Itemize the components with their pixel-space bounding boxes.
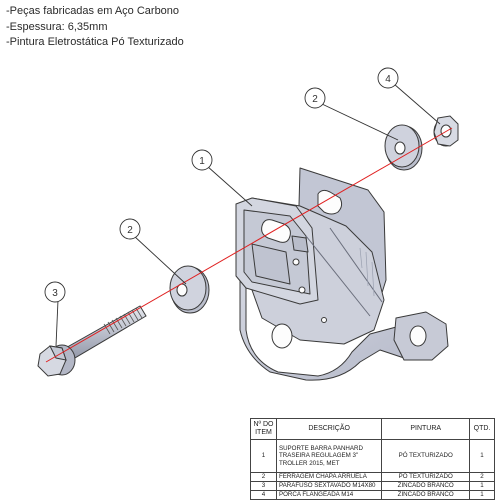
bom-cell-description: PORCA FLANGEADA M14 [275, 490, 383, 500]
callout-3: 3 [44, 281, 66, 303]
bom-cell-paint: PÓ TEXTURIZADO [381, 439, 471, 473]
callout-2-upper: 2 [304, 87, 326, 109]
bom-header-item: Nº DO ITEM [250, 418, 277, 440]
bom-cell-qty: 1 [469, 481, 495, 491]
svg-text:2: 2 [127, 225, 133, 236]
bom-header-paint: PINTURA [381, 418, 471, 440]
callout-1: 1 [191, 149, 213, 171]
bom-cell-item: 2 [250, 472, 277, 482]
bom-cell-item: 1 [250, 439, 277, 473]
svg-text:3: 3 [52, 288, 58, 299]
note-thickness: -Espessura: 6,35mm [6, 20, 108, 33]
bom-row: 3 PARAFUSO SEXTAVADO M14X80 ZINCADO BRAN… [250, 481, 495, 491]
bom-cell-item: 4 [250, 490, 277, 500]
bom-cell-description: FERRAGEM CHAPA ARRUELA [275, 472, 383, 482]
fabrication-notes: -Peças fabricadas em Aço Carbono -Espess… [6, 4, 184, 51]
bom-cell-description: SUPORTE BARRA PANHARD TRASEIRA REGULAGEM… [275, 439, 383, 473]
bom-cell-item: 3 [250, 481, 277, 491]
bom-header-description: DESCRIÇÃO [275, 418, 383, 440]
bom-cell-paint: ZINCADO BRANCO [381, 481, 471, 491]
bom-row: 4 PORCA FLANGEADA M14 ZINCADO BRANCO 1 [250, 490, 495, 500]
bracket-part-1 [235, 167, 449, 381]
hex-bolt-part-3 [37, 305, 147, 377]
bom-cell-description: PARAFUSO SEXTAVADO M14X80 [275, 481, 383, 491]
callout-2-lower: 2 [119, 218, 141, 240]
bom-header-row: Nº DO ITEM DESCRIÇÃO PINTURA QTD. [250, 418, 495, 440]
svg-text:1: 1 [199, 156, 205, 167]
bill-of-materials-table: Nº DO ITEM DESCRIÇÃO PINTURA QTD. 1 SUPO… [250, 418, 495, 500]
assembly-axis-line [45, 127, 453, 363]
bom-cell-paint: PÓ TEXTURIZADO [381, 472, 471, 482]
svg-text:4: 4 [385, 74, 391, 85]
note-paint: -Pintura Eletrostática Pó Texturizado [6, 36, 184, 48]
bom-cell-qty: 2 [469, 472, 495, 482]
washer-part-2-upper [384, 124, 423, 171]
note-material: -Peças fabricadas em Aço Carbono [6, 5, 180, 17]
bom-cell-qty: 1 [469, 490, 495, 500]
bom-cell-qty: 1 [469, 439, 495, 473]
bom-header-qty: QTD. [469, 418, 495, 440]
washer-part-2-lower [169, 265, 210, 314]
svg-text:2: 2 [312, 94, 318, 105]
callout-leaders [55, 83, 441, 347]
bom-row: 2 FERRAGEM CHAPA ARRUELA PÓ TEXTURIZADO … [250, 472, 495, 482]
bom-cell-paint: ZINCADO BRANCO [381, 490, 471, 500]
callout-4: 4 [377, 67, 399, 89]
bom-row: 1 SUPORTE BARRA PANHARD TRASEIRA REGULAG… [250, 439, 495, 473]
